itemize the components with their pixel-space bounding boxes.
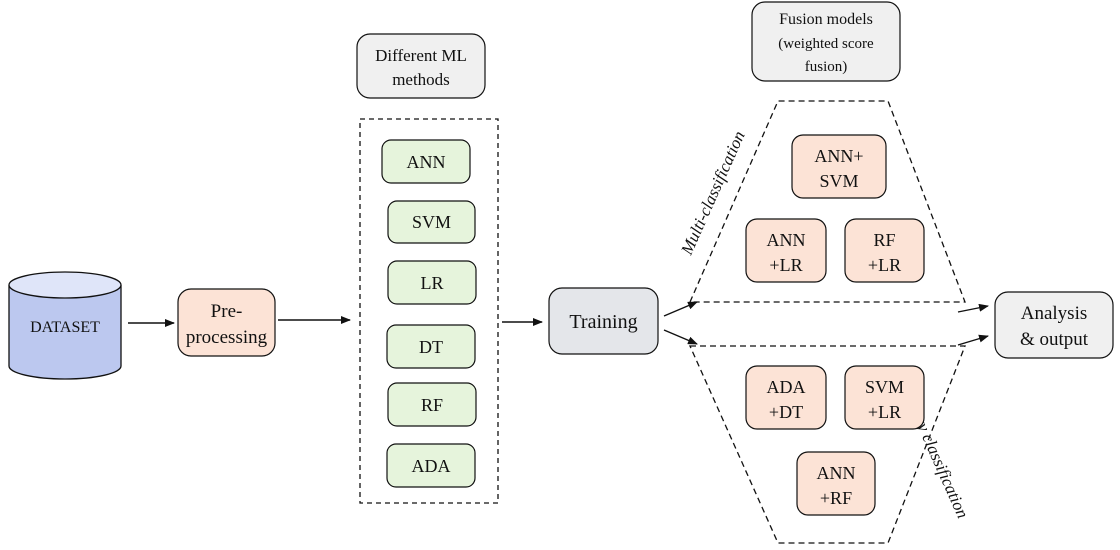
fusion-model-ann-svm-line1: ANN+ [814, 146, 863, 166]
ml-methods-header-line2: methods [392, 70, 450, 89]
fusion-model-ann-svm-line2: SVM [819, 171, 858, 191]
fusion-model-ann-lr-line1: ANN [767, 230, 806, 250]
ml-methods-header-line1: Different ML [375, 46, 467, 65]
fusion-model-ann-rf-box [796, 451, 876, 516]
ml-method-svm-label: SVM [412, 212, 451, 232]
ml-method-ada-label: ADA [412, 456, 451, 476]
fusion-model-ada-dt-line1: ADA [767, 377, 806, 397]
fusion-models-header-line3: fusion) [805, 59, 848, 75]
dataset-label: DATASET [30, 319, 100, 336]
fusion-model-ann-svm: ANN+ SVM [791, 134, 887, 199]
ml-method-rf: RF [387, 382, 477, 427]
ml-method-ann-label: ANN [407, 152, 446, 172]
ml-method-ann-box [381, 139, 471, 184]
analysis-output-box [994, 291, 1114, 359]
ml-method-lr: LR [387, 260, 477, 305]
fusion-model-ann-lr-line2: +LR [769, 255, 802, 275]
analysis-output-node: Analysis & output [994, 291, 1114, 359]
fusion-model-rf-lr: RF +LR [844, 218, 925, 283]
preprocessing-node: Pre- processing [177, 288, 276, 357]
dataset-node: DATASET [8, 271, 122, 380]
fusion-model-rf-lr-line2: +LR [868, 255, 901, 275]
ml-method-dt-label: DT [419, 337, 443, 357]
fusion-models-header-line1: Fusion models [779, 11, 873, 28]
ml-method-svm-box [387, 200, 476, 244]
ml-method-ada-box [386, 443, 476, 488]
training-label: Training [569, 311, 637, 333]
ml-method-lr-box [387, 260, 477, 305]
fusion-model-ann-rf: ANN +RF [796, 451, 876, 516]
fusion-model-ada-dt-line2: +DT [769, 402, 803, 422]
preprocessing-box [177, 288, 276, 357]
fusion-model-rf-lr-box [844, 218, 925, 283]
fusion-model-ann-lr: ANN +LR [745, 218, 827, 283]
fusion-model-ada-dt-box [745, 365, 827, 430]
ml-method-dt: DT [386, 324, 476, 369]
fusion-model-rf-lr-line1: RF [873, 230, 895, 250]
ml-method-ann: ANN [381, 139, 471, 184]
fusion-model-svm-lr-box [844, 365, 925, 430]
fusion-model-ann-rf-line1: ANN [817, 463, 856, 483]
dataset-cylinder-body [8, 285, 122, 380]
fusion-models-header-box [751, 1, 901, 82]
fusion-model-ann-lr-box [745, 218, 827, 283]
analysis-output-line2: & output [1020, 329, 1089, 350]
analysis-output-line1: Analysis [1021, 303, 1088, 324]
ml-method-svm: SVM [387, 200, 476, 244]
fusion-model-ann-svm-box [791, 134, 887, 199]
fusion-model-ann-rf-line2: +RF [820, 488, 852, 508]
fusion-model-svm-lr: SVM +LR [844, 365, 925, 430]
arrow-binary-to-analysis [957, 334, 989, 346]
training-node: Training [548, 287, 659, 355]
ml-methods-header-box [356, 33, 486, 99]
arrow-training-to-binary [663, 329, 698, 345]
arrow-training-to-multi [663, 301, 698, 317]
preprocessing-label-line2: processing [186, 327, 268, 348]
binary-classification-region [688, 345, 966, 544]
ml-method-rf-label: RF [421, 395, 443, 415]
fusion-model-svm-lr-line1: SVM [865, 377, 904, 397]
ml-methods-header: Different ML methods [356, 33, 486, 99]
ml-method-dt-box [386, 324, 476, 369]
fusion-model-ada-dt: ADA +DT [745, 365, 827, 430]
fusion-models-header-line2: (weighted score [778, 36, 874, 52]
multi-classification-label: Multi-classification [677, 128, 749, 258]
training-box [548, 287, 659, 355]
fusion-model-svm-lr-line2: +LR [868, 402, 901, 422]
arrow-multi-to-analysis [957, 303, 989, 313]
preprocessing-label-line1: Pre- [211, 301, 243, 322]
ml-method-rf-box [387, 382, 477, 427]
ml-method-lr-label: LR [420, 273, 443, 293]
ml-method-ada: ADA [386, 443, 476, 488]
dataset-cylinder-top [8, 271, 122, 299]
fusion-models-header: Fusion models (weighted score fusion) [751, 1, 901, 82]
